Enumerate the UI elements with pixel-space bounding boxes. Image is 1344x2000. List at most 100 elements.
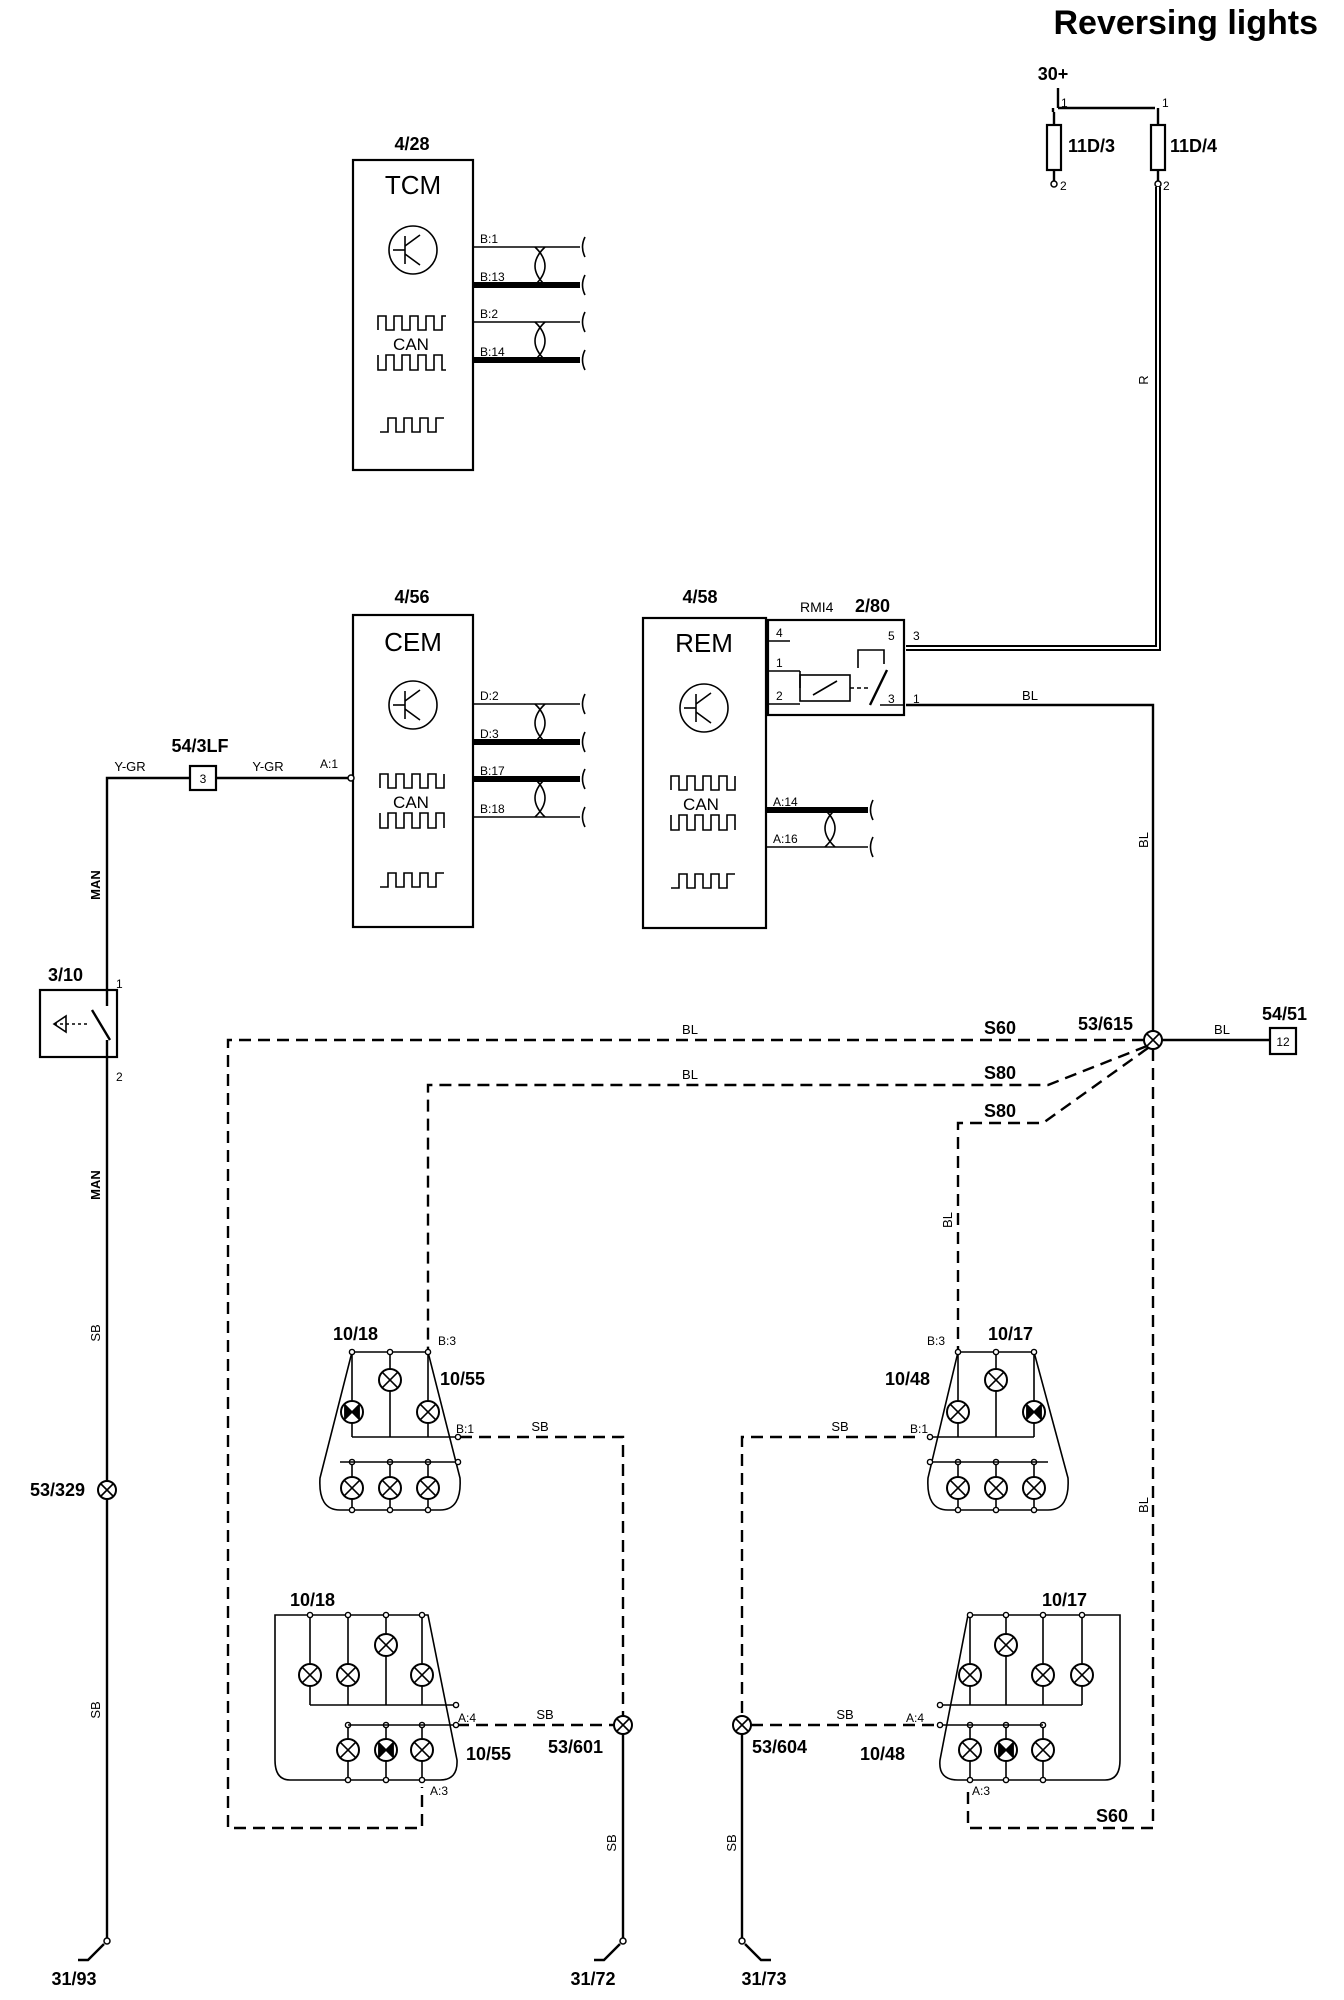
wire-sb-label-ul: SB (531, 1419, 548, 1434)
fuse-b-pin2: 2 (1163, 179, 1170, 193)
lamp-lower-right: 10/17 10/48 A:4 A:3 (860, 1590, 1121, 1798)
lamp-lr-pin-a4: A:4 (906, 1711, 924, 1725)
wire-sb-label-1: SB (88, 1324, 103, 1341)
relay-pin-2: 2 (776, 689, 783, 703)
rem-pin-a16: A:16 (773, 832, 798, 846)
can-wave-icon (670, 814, 736, 831)
rem-ref: 4/58 (682, 587, 717, 607)
relay-pin-3: 3 (913, 629, 920, 643)
tcm-can-label: CAN (393, 335, 429, 354)
wire-ygr-label-a: Y-GR (114, 759, 145, 774)
bulb-icon (336, 1738, 360, 1762)
bulb-icon (1070, 1663, 1094, 1687)
splice-53-329-label: 53/329 (30, 1480, 85, 1500)
wire-bl-label-vert: BL (1136, 832, 1151, 848)
bulb-active-icon (374, 1738, 398, 1762)
lamp-ul-pin-b1: B:1 (456, 1422, 474, 1436)
ground-31-93: 31/93 (51, 1937, 111, 1989)
splice-53-615: 53/615 BL 54/51 12 (1078, 1004, 1307, 1056)
cem-name: CEM (384, 627, 442, 657)
ground-31-73: 31/73 (738, 1937, 787, 1989)
tcm-name: TCM (385, 170, 441, 200)
wire-y-gr: Y-GR Y-GR 54/3LF 3 MAN (88, 736, 355, 990)
relay-ref: 2/80 (855, 596, 890, 616)
transistor-icon (388, 225, 438, 275)
lamp-ul-ref-a: 10/18 (333, 1324, 378, 1344)
bulb-icon (336, 1663, 360, 1687)
bulb-icon (984, 1368, 1008, 1392)
bulb-active-icon (340, 1400, 364, 1424)
cem-pin-d3: D:3 (480, 727, 499, 741)
ground-31-72-label: 31/72 (570, 1969, 615, 1989)
supply-label: 30+ (1038, 64, 1069, 84)
fuse-a-pin2: 2 (1060, 179, 1067, 193)
bulb-icon (340, 1476, 364, 1500)
bulbs-layer (298, 1348, 1094, 1784)
connector-54-3lf: 54/3LF (171, 736, 228, 756)
bulb-active-icon (1022, 1400, 1046, 1424)
wire-sb-label-601: SB (604, 1834, 619, 1851)
wire-bl-label-s80a: BL (682, 1067, 698, 1082)
lamp-ul-ref-b: 10/55 (440, 1369, 485, 1389)
wire-bl-label-s60: BL (682, 1022, 698, 1037)
lamp-upper-right: 10/17 10/48 B:3 B:1 (885, 1324, 1069, 1511)
connector-54-51: 54/51 (1262, 1004, 1307, 1024)
wire-bl-label-5451: BL (1214, 1022, 1230, 1037)
harness-man-upper: MAN (88, 870, 103, 900)
lamp-lr-ref-b: 10/48 (860, 1744, 905, 1764)
fuse-a-pin1: 1 (1061, 96, 1068, 110)
harness-s60-upper: S60 (984, 1018, 1016, 1038)
can-wave-icon (670, 775, 736, 791)
tcm-pin-b13: B:13 (480, 270, 505, 284)
lamp-upper-left: 10/18 10/55 B:3 B:1 (319, 1324, 485, 1511)
cem-pin-a1: A:1 (320, 757, 338, 771)
bulb-icon (378, 1368, 402, 1392)
cem-pin-b18: B:18 (480, 802, 505, 816)
dashed-harness: BL S60 BL S80 S80 BL BL S60 SB SB SB SB (226, 1018, 1155, 1830)
harness-s80-a: S80 (984, 1063, 1016, 1083)
tcm-pin-b14: B:14 (480, 345, 505, 359)
wire-r: R (906, 187, 1161, 651)
can-wave-icon (377, 354, 446, 371)
wire-bl-label-relay: BL (1022, 688, 1038, 703)
diagram-title: Reversing lights (1053, 4, 1318, 42)
relay-2-80: RMI4 2/80 4 1 2 5 3 3 1 (766, 596, 920, 717)
fuse-11d4: 11D/4 2 (1149, 112, 1217, 193)
wire-ygr-label-b: Y-GR (252, 759, 283, 774)
cem-pin-b17: B:17 (480, 764, 505, 778)
bulb-icon (946, 1476, 970, 1500)
bulb-icon (1022, 1476, 1046, 1500)
connector-54-51-pin: 12 (1276, 1035, 1290, 1049)
relay-pin-1b: 1 (913, 692, 920, 706)
rem-can-label: CAN (683, 795, 719, 814)
relay-label: RMI4 (800, 599, 834, 615)
rem-module: 4/58 REM CAN A:14 A:16 (641, 587, 874, 930)
bulb-icon (416, 1400, 440, 1424)
lamp-ul-pin-b3: B:3 (438, 1334, 456, 1348)
switch-pin1: 1 (116, 977, 123, 991)
lamp-lr-pin-a3: A:3 (972, 1784, 990, 1798)
wire-r-label: R (1136, 375, 1151, 384)
harness-s80-b: S80 (984, 1101, 1016, 1121)
wire-sb-label-2: SB (88, 1701, 103, 1718)
transistor-icon (679, 683, 729, 733)
fuse-b-pin1: 1 (1162, 96, 1169, 110)
transistor-icon (388, 680, 438, 730)
fuse-a-label: 11D/3 (1068, 136, 1115, 156)
pulse-wave-icon (380, 417, 444, 433)
bulb-icon (1031, 1738, 1055, 1762)
wire-sb-label-lr: SB (836, 1707, 853, 1722)
pulse-wave-icon (671, 873, 735, 889)
bulb-icon (958, 1738, 982, 1762)
bulb-icon (410, 1663, 434, 1687)
bulb-icon (298, 1663, 322, 1687)
lamp-ll-pin-a4: A:4 (458, 1711, 476, 1725)
tcm-pin-b2: B:2 (480, 307, 498, 321)
can-wave-icon (379, 773, 445, 789)
splice-53-615-label: 53/615 (1078, 1014, 1133, 1034)
bulb-icon (958, 1663, 982, 1687)
bulb-icon (378, 1476, 402, 1500)
connector-54-3lf-pin: 3 (200, 772, 207, 786)
rem-pin-a14: A:14 (773, 795, 798, 809)
